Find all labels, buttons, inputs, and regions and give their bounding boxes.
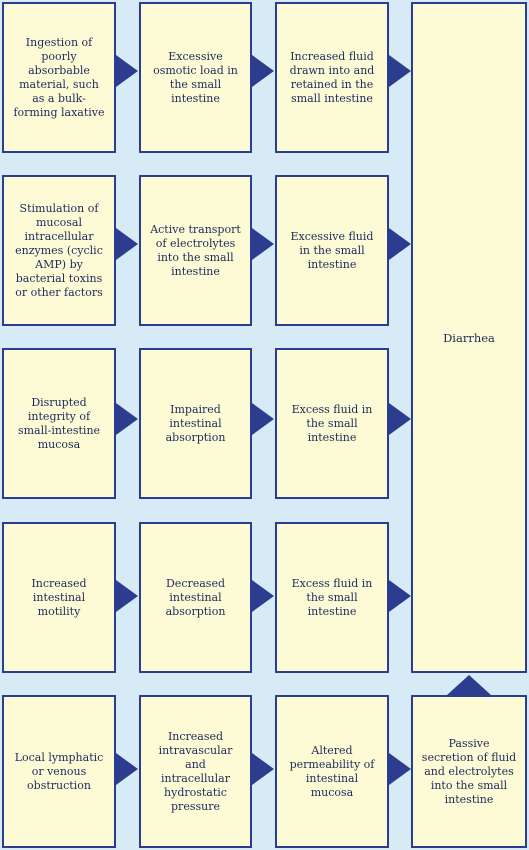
row4-arrow-2 [252,580,274,612]
row5-step1-box: Increased intravascular and intracellula… [139,695,252,848]
row1-arrow-2 [252,55,274,87]
row5-cause-box: Local lymphatic or venous obstruction [2,695,116,848]
row1-cause-text: Ingestion of poorly absorbable material,… [13,35,105,119]
row4-step2-text: Excess fluid in the small intestine [291,576,373,618]
row3-step1-text: Impaired intestinal absorption [165,402,226,444]
row2-step1-box: Active transport of electrolytes into th… [139,175,252,326]
row2-step2-text: Excessive fluid in the small intestine [290,229,374,271]
row1-step2-text: Increased fluid drawn into and retained … [289,49,375,105]
row3-arrow-2 [252,403,274,435]
row3-arrow-1 [116,403,138,435]
row5-arrow-3 [389,753,411,785]
row5-step2-text: Altered permeability of intestinal mucos… [289,743,375,799]
row2-step1-text: Active transport of electrolytes into th… [150,222,241,278]
row2-arrow-2 [252,228,274,260]
row5-cause-text: Local lymphatic or venous obstruction [14,750,104,792]
row1-step1-box: Excessive osmotic load in the small inte… [139,2,252,153]
diarrhea-outcome-text: Diarrhea [443,330,495,345]
row3-step1-box: Impaired intestinal absorption [139,348,252,499]
row5-step3-text: Passive secretion of fluid and electroly… [421,736,517,806]
row3-step2-box: Excess fluid in the small intestine [275,348,389,499]
row1-step2-box: Increased fluid drawn into and retained … [275,2,389,153]
row3-cause-text: Disrupted integrity of small-intestine m… [17,395,101,451]
row4-cause-box: Increased intestinal motility [2,522,116,673]
row5-step3-box: Passive secretion of fluid and electroly… [411,695,527,848]
row2-arrow-3 [389,228,411,260]
arrow-up-to-diarrhea [447,675,491,695]
row5-arrow-2 [252,753,274,785]
row5-arrow-1 [116,753,138,785]
row2-cause-text: Stimulation of mucosal intracellular enz… [15,201,103,299]
row4-arrow-3 [389,580,411,612]
row4-arrow-1 [116,580,138,612]
row2-cause-box: Stimulation of mucosal intracellular enz… [2,175,116,326]
row3-step2-text: Excess fluid in the small intestine [291,402,373,444]
row1-cause-box: Ingestion of poorly absorbable material,… [2,2,116,153]
diarrhea-outcome-box: Diarrhea [411,2,527,673]
row1-step1-text: Excessive osmotic load in the small inte… [153,49,238,105]
row4-cause-text: Increased intestinal motility [31,576,87,618]
row1-arrow-3 [389,55,411,87]
row1-arrow-1 [116,55,138,87]
row5-step1-text: Increased intravascular and intracellula… [158,729,233,813]
row3-cause-box: Disrupted integrity of small-intestine m… [2,348,116,499]
row5-step2-box: Altered permeability of intestinal mucos… [275,695,389,848]
row2-step2-box: Excessive fluid in the small intestine [275,175,389,326]
row4-step2-box: Excess fluid in the small intestine [275,522,389,673]
row2-arrow-1 [116,228,138,260]
row4-step1-text: Decreased intestinal absorption [165,576,226,618]
row4-step1-box: Decreased intestinal absorption [139,522,252,673]
row3-arrow-3 [389,403,411,435]
